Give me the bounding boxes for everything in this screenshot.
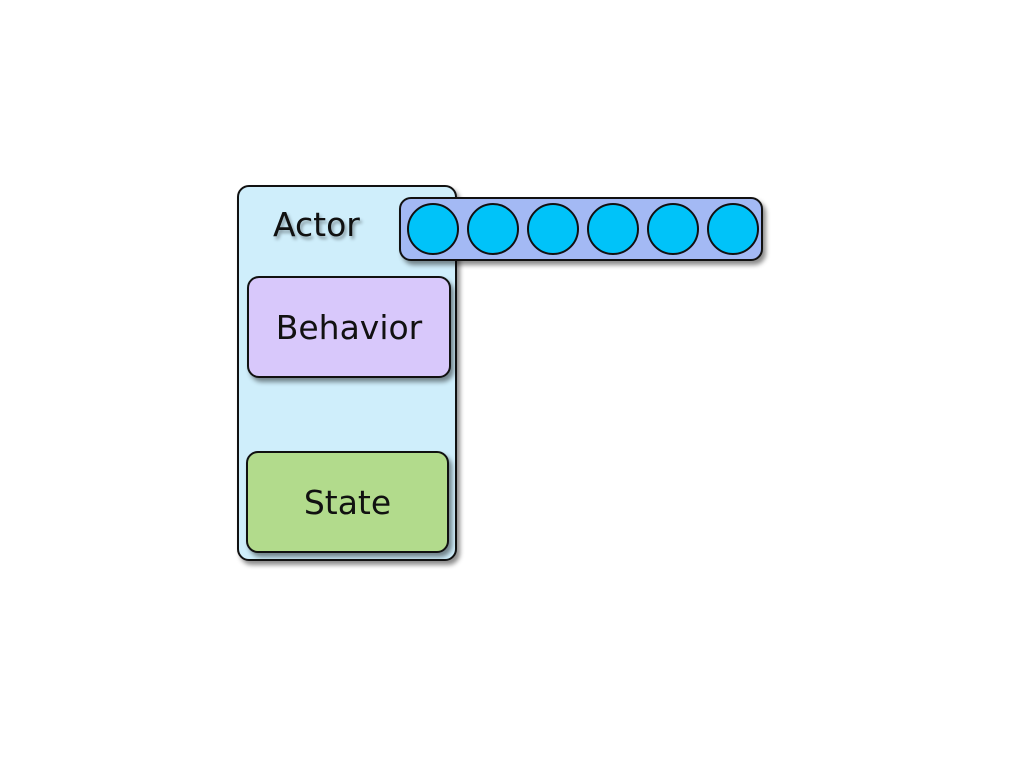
state-label: State <box>303 482 392 522</box>
message-icon <box>527 203 579 255</box>
behavior-label: Behavior <box>275 307 423 347</box>
state-box: State <box>246 451 449 553</box>
message-icon <box>647 203 699 255</box>
mailbox-queue <box>399 197 763 261</box>
message-icon <box>707 203 759 255</box>
actor-label: Actor <box>273 205 360 244</box>
message-icon <box>587 203 639 255</box>
message-icon <box>467 203 519 255</box>
message-icon <box>407 203 459 255</box>
behavior-box: Behavior <box>247 276 451 378</box>
